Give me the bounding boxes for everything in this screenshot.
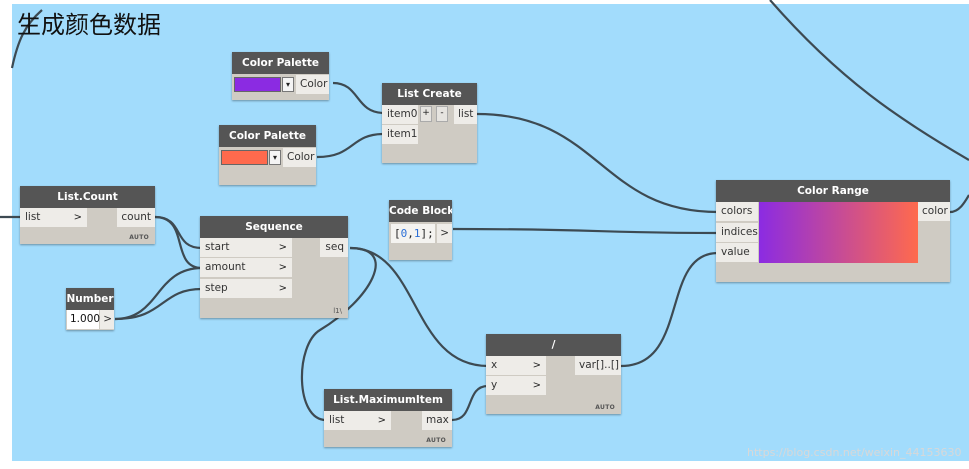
input-port-x[interactable]: x > (486, 356, 546, 375)
wire-palette1-to-item0 (332, 81, 385, 115)
code-editor[interactable]: [0,1]; (391, 224, 435, 243)
color-swatch[interactable] (234, 77, 281, 92)
node-title: Code Block (389, 200, 452, 222)
input-port-list[interactable]: list > (20, 208, 87, 227)
wire-max-to-y (451, 384, 489, 422)
color-palette-node-2[interactable]: Color Palette ▾ Color (219, 125, 316, 185)
lacing-label[interactable]: AUTO (595, 404, 615, 411)
node-title: Color Palette (219, 125, 316, 147)
chevron-right-icon: > (278, 262, 287, 273)
input-port-colors[interactable]: colors (716, 202, 758, 221)
output-port-seq[interactable]: seq (320, 238, 348, 257)
list-maximum-item-node[interactable]: List.MaximumItem list > max AUTO (324, 389, 452, 447)
chevron-down-icon[interactable]: ▾ (282, 77, 294, 92)
color-swatch[interactable] (221, 150, 268, 165)
node-title: List Create (382, 83, 477, 105)
wire-color-out (949, 194, 969, 214)
port-label: y (491, 379, 498, 391)
chevron-right-icon: > (377, 415, 386, 426)
output-port-max[interactable]: max (422, 411, 452, 430)
number-input[interactable]: 1.000 (67, 310, 100, 329)
output-port-number[interactable]: > (100, 310, 114, 329)
color-range-node[interactable]: Color Range colors indices value color (716, 180, 950, 282)
output-port-color[interactable]: Color (283, 148, 316, 167)
node-title: Color Palette (232, 52, 329, 74)
output-port-color[interactable]: Color (296, 75, 329, 94)
input-port-value[interactable]: value (716, 243, 758, 262)
chevron-down-icon[interactable]: ▾ (269, 150, 281, 165)
input-port-indices[interactable]: indices (716, 223, 758, 242)
chevron-right-icon: > (278, 242, 287, 253)
wire-code-to-indices (452, 227, 719, 235)
input-port-amount[interactable]: amount > (200, 258, 292, 277)
color-palette-node-1[interactable]: Color Palette ▾ Color (232, 52, 329, 100)
code-block-node[interactable]: Code Block [0,1]; > (389, 200, 452, 260)
color-gradient-preview (759, 202, 918, 263)
output-port-list[interactable]: list (454, 105, 477, 124)
node-title: Number (66, 288, 114, 310)
add-input-button[interactable]: + (420, 106, 432, 122)
node-title: Color Range (716, 180, 950, 202)
port-label: step (205, 282, 228, 294)
list-count-node[interactable]: List.Count list > count AUTO (20, 186, 155, 244)
lacing-label[interactable]: AUTO (426, 437, 446, 444)
wire-seq-to-list (300, 246, 377, 422)
chevron-right-icon: > (532, 360, 541, 371)
lacing-label[interactable]: l1\ (333, 307, 342, 315)
chevron-right-icon: > (73, 212, 82, 223)
input-port-y[interactable]: y > (486, 376, 546, 395)
page-title: 生成颜色数据 (17, 11, 161, 39)
output-port-count[interactable]: count (117, 208, 155, 227)
wire-number-to-step (114, 287, 203, 321)
wire-count-to-start (154, 215, 203, 250)
wire-palette2-to-item1 (316, 132, 385, 159)
wire-seq-to-x (349, 246, 489, 368)
input-port-item0[interactable]: item0 (382, 105, 418, 124)
node-title: List.MaximumItem (324, 389, 452, 411)
node-title: / (486, 334, 621, 356)
port-label: list (25, 211, 41, 223)
node-title: Sequence (200, 216, 348, 238)
port-label: x (491, 359, 498, 371)
chevron-right-icon: > (278, 283, 287, 294)
lacing-label[interactable]: AUTO (129, 234, 149, 241)
port-label: start (205, 241, 230, 253)
wire-divide-to-value (620, 251, 719, 368)
wire-number-to-amount (114, 266, 203, 321)
input-port-step[interactable]: step > (200, 279, 292, 298)
output-port-color[interactable]: color (918, 202, 950, 221)
remove-input-button[interactable]: - (436, 106, 448, 122)
divide-node[interactable]: / x > y > var[]..[] AUTO (486, 334, 621, 414)
output-port-code[interactable]: > (437, 224, 452, 243)
sequence-node[interactable]: Sequence start > amount > step > seq l1\ (200, 216, 348, 318)
wire-background-top-right (769, 0, 969, 161)
port-label: list (329, 414, 345, 426)
list-create-node[interactable]: List Create item0 + - list item1 (382, 83, 477, 163)
wire-count-to-amount (154, 215, 203, 270)
chevron-right-icon: > (532, 380, 541, 391)
node-title: List.Count (20, 186, 155, 208)
watermark: https://blog.csdn.net/weixin_44153630 (747, 446, 962, 459)
number-node[interactable]: Number 1.000 > (66, 288, 114, 330)
input-port-start[interactable]: start > (200, 238, 292, 257)
wire-list-to-colors (476, 112, 719, 214)
input-port-list[interactable]: list > (324, 411, 391, 430)
output-port-var[interactable]: var[]..[] (575, 356, 621, 375)
port-label: amount (205, 261, 246, 273)
input-port-item1[interactable]: item1 (382, 125, 418, 144)
wire-background-top-left (10, 9, 43, 69)
